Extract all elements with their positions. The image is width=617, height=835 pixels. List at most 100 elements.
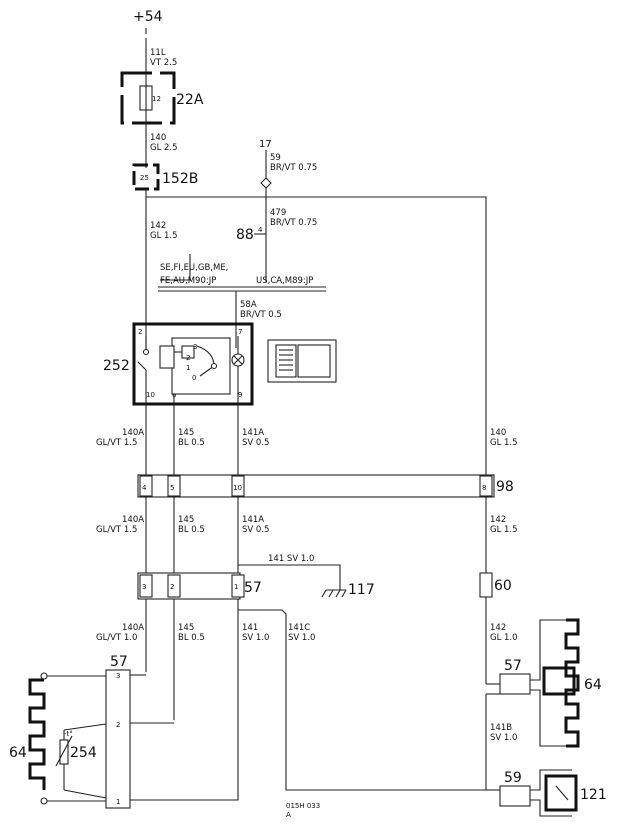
pin-label: 10 <box>146 391 155 399</box>
variant-left-line <box>160 254 191 281</box>
pos-label: 0 <box>192 374 196 382</box>
heater-64-right: 64 <box>530 618 602 748</box>
splice-diamond <box>260 177 272 189</box>
variant-right: US,CA,M89:JP <box>256 276 313 286</box>
wire-label: 11L <box>150 48 166 58</box>
wire-label: 479 <box>270 208 286 218</box>
wire-label: 145 <box>178 623 194 633</box>
wire-spec: GL/VT 1.0 <box>96 633 137 643</box>
wire-59-bottom <box>530 799 572 817</box>
switch-252: 252 2 7 10 6 9 3 2 1 0 <box>103 322 254 406</box>
connector-60: 60 <box>479 572 512 598</box>
wire-spec: SV 1.0 <box>490 733 517 743</box>
pin-label: 7 <box>238 328 242 336</box>
wire-label: 140A <box>122 515 144 525</box>
wire-label: 140A <box>122 623 144 633</box>
fuse-number: 12 <box>152 95 161 103</box>
fuse-22a: 12 22A <box>120 71 204 125</box>
pin-label: 1 <box>116 798 120 806</box>
pin-label: 8 <box>482 484 486 492</box>
ground-117: 117 <box>321 582 375 598</box>
variant-left-2: FE,AU,M90:JP <box>160 276 216 286</box>
wire-141c <box>238 609 500 791</box>
switch-label: 121 <box>580 787 607 803</box>
pin-label: 3 <box>142 583 146 591</box>
wire-label: 142 <box>150 221 166 231</box>
drawing-code: 015H 033 <box>286 802 320 810</box>
wire-label: 141A <box>242 428 264 438</box>
connector-label: 57 <box>504 658 522 674</box>
wire-spec: GL 1.5 <box>490 438 518 448</box>
pin-label: 25 <box>140 174 149 182</box>
wire-label: 140 <box>490 428 506 438</box>
pos-label: 3 <box>193 343 197 351</box>
wire-spec: GL/VT 1.5 <box>96 525 137 535</box>
wire-spec: SV 1.0 <box>242 633 269 643</box>
wire-spec: BR/VT 0.75 <box>270 163 317 173</box>
wire-140-right <box>146 196 487 478</box>
pos-label: 2 <box>186 354 190 362</box>
connector-label: 152B <box>162 171 198 187</box>
node-88-pin: 4 <box>258 226 263 234</box>
pin-label: 9 <box>238 391 242 399</box>
wire-spec: GL/VT 1.5 <box>96 438 137 448</box>
pin-label: 10 <box>233 484 242 492</box>
connector-label: 60 <box>494 578 512 594</box>
connector-98: 4 5 10 8 98 <box>137 474 514 498</box>
wire-label: 145 <box>178 428 194 438</box>
connector-57-mid: 3 2 1 57 <box>137 572 262 600</box>
heater-label: 64 <box>9 745 27 761</box>
wire-spec: BL 0.5 <box>178 525 205 535</box>
sensor-254: -t° 254 <box>55 723 107 799</box>
wire-spec: GL 1.5 <box>150 231 178 241</box>
pin-label: 3 <box>116 672 120 680</box>
wire-label: 142 <box>490 515 506 525</box>
pos-label: 1 <box>186 364 190 372</box>
wire-spec: BR/VT 0.5 <box>240 310 282 320</box>
wire-spec: GL 1.0 <box>490 633 518 643</box>
pin-label: 2 <box>116 721 120 729</box>
wire-spec: BL 0.5 <box>178 633 205 643</box>
pin-label: 2 <box>138 328 142 336</box>
ground-label: 117 <box>348 582 375 598</box>
wire-spec: SV 0.5 <box>242 438 269 448</box>
wire-label: 145 <box>178 515 194 525</box>
node-88-label: 88 <box>236 227 254 243</box>
variant-left: SE,FI,EU,GB,ME, <box>160 263 228 273</box>
wire-spec: SV 1.0 <box>288 633 315 643</box>
wire-label: 142 <box>490 623 506 633</box>
wire-spec: BL 0.5 <box>178 438 205 448</box>
connector-57-left: 57 3 2 1 <box>105 654 131 809</box>
terminal-label: +54 <box>133 9 163 25</box>
wire-label: 141 SV 1.0 <box>268 554 314 564</box>
sensor-label: 254 <box>70 745 97 761</box>
wire-label: 59 <box>270 153 281 163</box>
wire-spec: GL 2.5 <box>150 143 178 153</box>
wire-141-ground <box>238 564 341 590</box>
node-17-label: 17 <box>259 139 272 150</box>
pin-label: 2 <box>170 583 174 591</box>
connector-57-right: 57 <box>499 658 531 695</box>
wire-59-top <box>530 769 572 791</box>
wire-label: 141A <box>242 515 264 525</box>
wire-label: 140A <box>122 428 144 438</box>
connector-label: 59 <box>504 770 522 786</box>
fuse-label: 22A <box>176 92 204 108</box>
wire-label: 141 <box>242 623 258 633</box>
drawing-rev: A <box>286 811 291 819</box>
wire-spec: SV 0.5 <box>242 525 269 535</box>
wire-spec: GL 1.5 <box>490 525 518 535</box>
wire-label: 140 <box>150 133 166 143</box>
connector-label: 57 <box>244 580 262 596</box>
connector-152b: 25 152B <box>132 163 198 191</box>
pin-label: 5 <box>170 484 174 492</box>
heater-64-left: 64 <box>9 672 106 805</box>
temp-label: -t° <box>64 730 73 738</box>
connector-label: 57 <box>110 654 128 670</box>
pin-label: 4 <box>142 484 147 492</box>
switch-illustration <box>267 339 337 383</box>
switch-label: 252 <box>103 358 130 374</box>
pin-label: 1 <box>234 583 238 591</box>
